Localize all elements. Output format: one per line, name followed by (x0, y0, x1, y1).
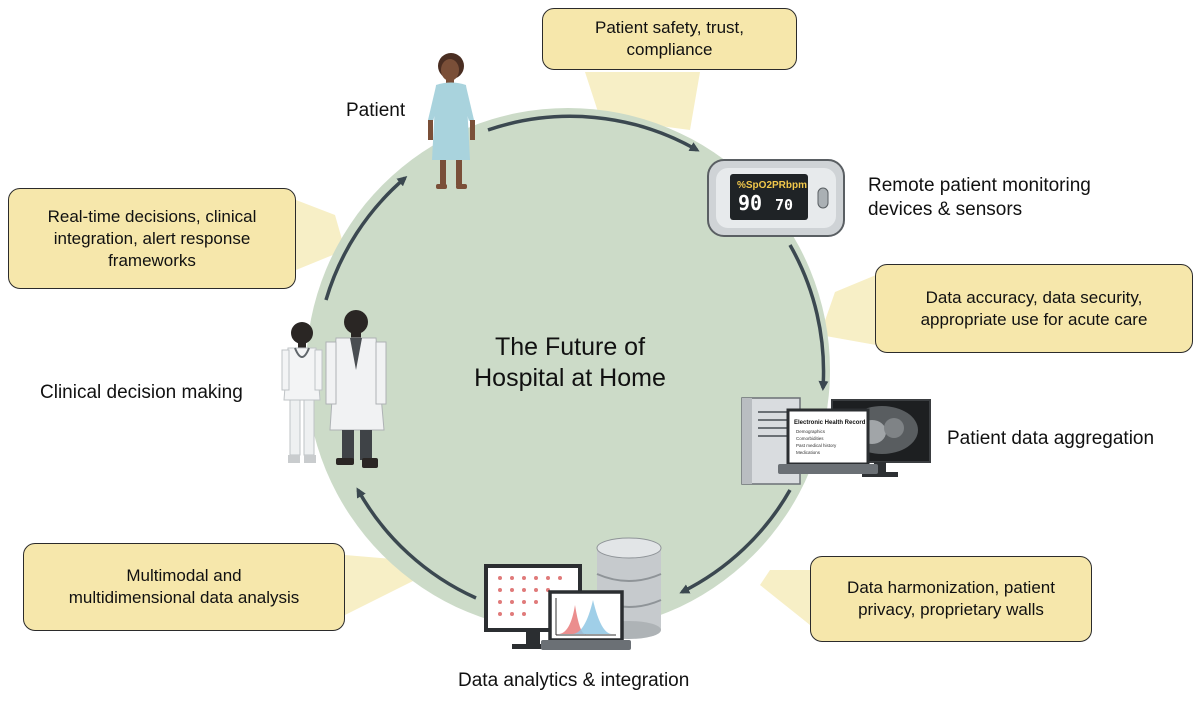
safety-line-2: compliance (626, 40, 713, 59)
safety-line-1: Patient safety, trust, (595, 18, 744, 37)
ehr-item-history: Past medical history (796, 443, 837, 448)
title-line-1: The Future of (494, 333, 646, 361)
ehr-item-demographics: Demographics (796, 429, 826, 434)
harmonization-line-2: privacy, proprietary walls (858, 600, 1044, 619)
beam-harmonization (760, 570, 810, 625)
pulse-oximeter-icon: %SpO2 PRbpm 90 70 (707, 159, 845, 237)
ehr-heading: Electronic Health Record (794, 420, 866, 426)
ehr-item-medications: Medications (796, 450, 821, 455)
pr-label: PRbpm (772, 180, 807, 191)
cycle-circle (306, 108, 830, 632)
stage-label-aggregation: Patient data aggregation (947, 428, 1155, 449)
beam-realtime (296, 200, 345, 270)
spo2-value: 90 (738, 191, 762, 215)
data-analytics-icon (484, 537, 662, 650)
arrow-decision-to-patient (324, 176, 408, 301)
beam-multimodal (345, 555, 415, 615)
realtime-line-3: frameworks (108, 250, 196, 270)
pr-value: 70 (775, 196, 793, 214)
spo2-label: %SpO2 (737, 180, 772, 191)
title-line-2: Hospital at Home (474, 364, 666, 392)
beam-accuracy (820, 275, 876, 345)
data-aggregation-icon: Electronic Health Record Demographics Co… (741, 397, 931, 485)
callout-harmonization: Data harmonization, patient privacy, pro… (810, 556, 1092, 642)
accuracy-line-1: Data accuracy, data security, (925, 287, 1143, 307)
heatmap-dots (498, 576, 562, 616)
arrow-monitoring-to-aggregation (788, 244, 829, 391)
arrow-analytics-to-decision (356, 487, 477, 600)
stage-label-patient: Patient (346, 100, 406, 121)
remote-line-1: Remote patient monitoring (868, 175, 1091, 196)
accuracy-line-2: appropriate use for acute care (920, 309, 1148, 329)
harmonization-line-1: Data harmonization, patient (847, 578, 1055, 597)
stage-label-decision: Clinical decision making (40, 382, 243, 403)
callout-safety: Patient safety, trust, compliance (542, 8, 797, 70)
callout-accuracy: Data accuracy, data security, appropriat… (875, 264, 1193, 353)
multimodal-line-1: Multimodal and (126, 566, 242, 585)
remote-line-2: devices & sensors (868, 199, 1023, 220)
diagram-title: The Future of Hospital at Home (420, 332, 720, 394)
patient-icon (428, 53, 475, 189)
arrow-aggregation-to-analytics (679, 489, 792, 594)
callout-realtime: Real-time decisions, clinical integratio… (8, 188, 296, 289)
arrow-patient-to-monitoring (487, 114, 700, 152)
stage-label-analytics: Data analytics & integration (458, 670, 690, 691)
realtime-line-1: Real-time decisions, clinical (47, 206, 257, 226)
realtime-line-2: integration, alert response (53, 228, 251, 248)
callout-multimodal: Multimodal and multidimensional data ana… (23, 543, 345, 631)
multimodal-line-2: multidimensional data analysis (68, 588, 300, 607)
ehr-item-comorbidities: Comorbidities (796, 436, 824, 441)
stage-label-remote-monitoring: Remote patient monitoring devices & sens… (868, 174, 1091, 222)
clinicians-icon (281, 310, 387, 468)
